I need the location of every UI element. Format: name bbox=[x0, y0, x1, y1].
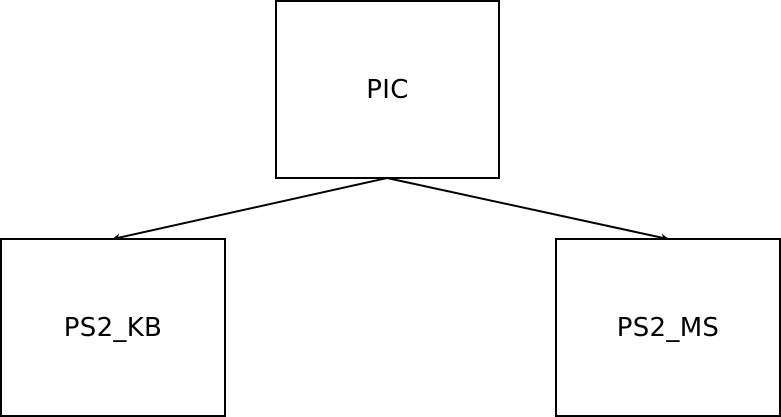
node-ps2-kb[interactable]: PS2_KB bbox=[0, 238, 226, 417]
node-pic[interactable]: PIC bbox=[275, 0, 500, 179]
edge-pic-to-ps2-kb bbox=[112, 177, 388, 242]
node-ps2-ms[interactable]: PS2_MS bbox=[555, 238, 781, 417]
edge-pic-to-ps2-ms bbox=[386, 177, 669, 242]
node-ps2-ms-label: PS2_MS bbox=[616, 312, 720, 343]
node-ps2-kb-label: PS2_KB bbox=[63, 312, 163, 343]
node-pic-label: PIC bbox=[366, 74, 409, 105]
